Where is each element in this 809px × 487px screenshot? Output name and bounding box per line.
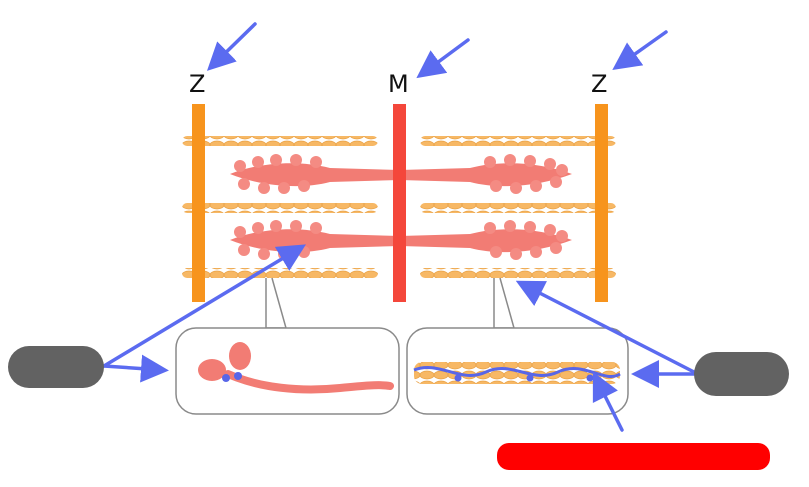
actin-filament: [420, 203, 616, 213]
arrow: [612, 30, 668, 71]
pointer-arrows: [102, 22, 696, 432]
z-disc-left: [192, 104, 205, 302]
m-line: [393, 104, 406, 302]
arrow: [102, 354, 169, 383]
z-label-left: Z: [189, 70, 206, 98]
label-pill-right: [694, 352, 789, 396]
arrow: [592, 371, 624, 432]
actin-filament-icon: [413, 362, 621, 384]
label-pill-left: [8, 346, 104, 388]
arrow: [102, 244, 306, 368]
actin-filament: [182, 268, 378, 278]
actin-filament: [182, 136, 378, 146]
actin-filament: [420, 268, 616, 278]
red-label-bar: [497, 443, 770, 470]
actin-filament: [420, 136, 616, 146]
actin-filament: [182, 203, 378, 213]
z-disc-right: [595, 104, 608, 302]
myosin-molecule-icon: [198, 342, 394, 394]
callout-connectors: [265, 277, 515, 329]
arrow: [515, 280, 696, 374]
m-label: M: [388, 70, 409, 98]
z-label-right: Z: [591, 70, 608, 98]
arrow: [416, 38, 470, 79]
actin-filaments: [182, 136, 616, 278]
arrow: [206, 22, 257, 71]
